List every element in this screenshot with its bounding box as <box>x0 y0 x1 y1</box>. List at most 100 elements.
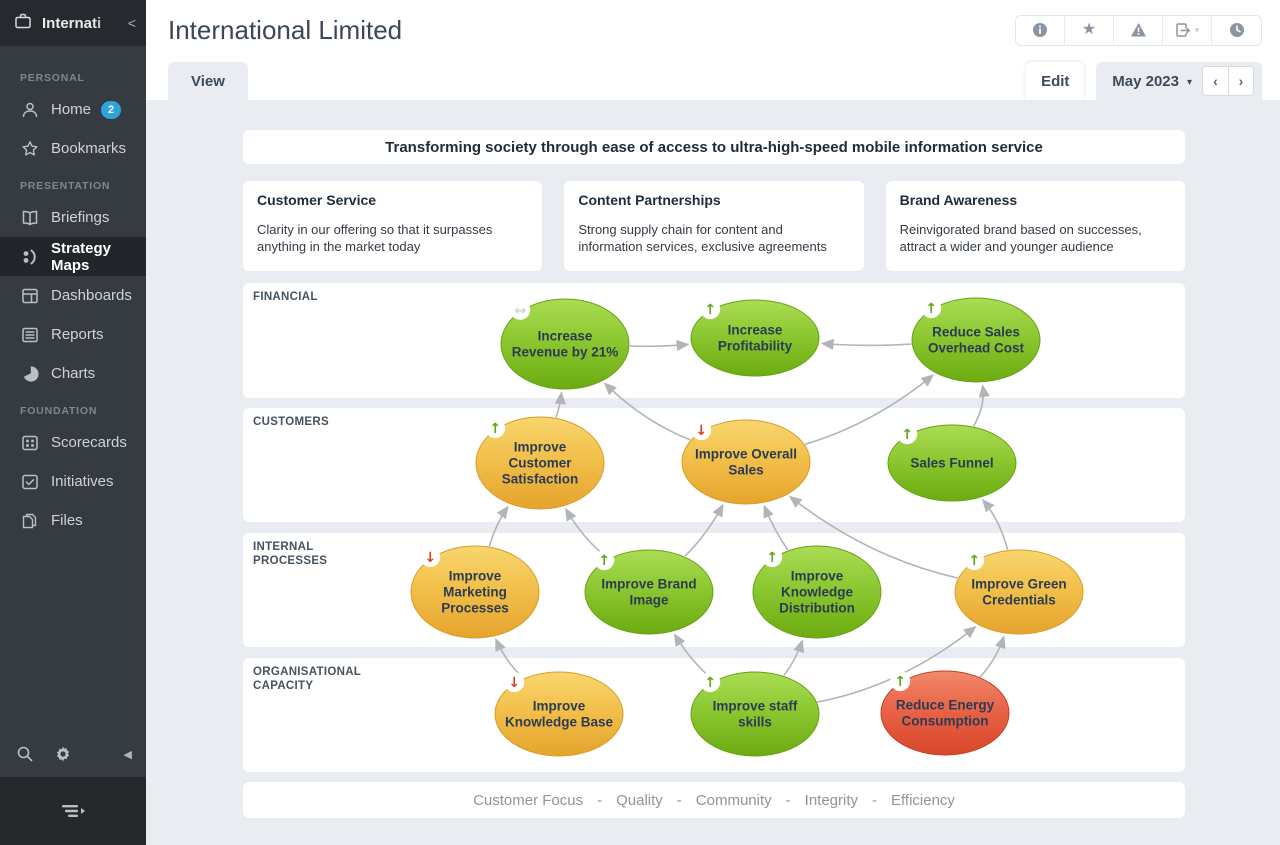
trend-up-icon: ↑ <box>901 427 913 443</box>
dashboards-icon <box>20 287 39 305</box>
sidebar-item-home[interactable]: Home 2 <box>0 90 146 129</box>
sidebar-item-dashboards[interactable]: Dashboards <box>0 276 146 315</box>
sidebar-item-label: Scorecards <box>51 434 127 451</box>
main-area: International Limited ★ ▾ <box>146 0 1280 845</box>
prev-period-button[interactable]: ‹ <box>1202 66 1228 96</box>
trend-up-icon: ↑ <box>925 301 937 317</box>
info-button[interactable] <box>1016 15 1065 45</box>
causal-link <box>788 495 958 579</box>
sidebar-item-charts[interactable]: Charts <box>0 354 146 393</box>
tab-bar: View Edit May 2023 ▾ ‹ › <box>146 60 1280 100</box>
causal-link <box>804 374 935 446</box>
collapse-panel-icon[interactable]: ◀ <box>123 748 132 761</box>
theme-card-title: Content Partnerships <box>578 192 721 208</box>
clock-icon <box>1229 23 1244 37</box>
sidebar-item-label: Briefings <box>51 209 110 226</box>
sidebar-item-briefings[interactable]: Briefings <box>0 198 146 237</box>
briefings-icon <box>20 209 39 227</box>
theme-card-body: Clarity in our offering so that it surpa… <box>257 222 493 255</box>
notification-badge: 2 <box>101 100 122 119</box>
sidebar-item-scorecards[interactable]: Scorecards <box>0 423 146 462</box>
info-icon <box>1033 23 1047 37</box>
sidebar-tools: ◀ <box>0 731 146 777</box>
theme-card-body: Strong supply chain for content and info… <box>578 222 827 255</box>
trend-notch <box>691 420 712 441</box>
period-label[interactable]: May 2023 <box>1112 72 1179 90</box>
sidebar-item-label: Reports <box>51 326 104 343</box>
history-button[interactable] <box>1212 16 1261 45</box>
tab-view[interactable]: View <box>168 62 248 100</box>
alerts-button[interactable] <box>1114 15 1163 45</box>
theme-card: Brand Awareness Reinvigorated brand base… <box>885 181 1185 271</box>
sidebar-item-label: Files <box>51 512 83 529</box>
page-title: International Limited <box>168 14 403 45</box>
next-period-button[interactable]: › <box>1228 66 1254 96</box>
initiatives-icon <box>20 473 39 491</box>
sidebar-item-files[interactable]: Files <box>0 501 146 540</box>
perspective-label: FINANCIAL <box>253 291 318 303</box>
sidebar-collapse-icon[interactable]: < <box>127 15 136 31</box>
company-value: Integrity <box>804 791 859 809</box>
perspective-label: INTERNAL PROCESSES <box>253 541 328 567</box>
trend-up-icon: ↑ <box>489 421 501 437</box>
strategy-map: FINANCIAL CUSTOMERS INTERNAL PROCESSES ORGA… <box>243 283 1185 772</box>
search-icon[interactable] <box>16 745 34 763</box>
company-value: Efficiency <box>891 791 955 809</box>
values-bar: Customer Focus-Quality-Community-Integri… <box>243 782 1185 818</box>
perspective-label: ORGANISATIONAL CAPACITY <box>253 666 362 692</box>
sidebar-expand-menu[interactable] <box>0 777 146 845</box>
causal-link <box>603 382 691 441</box>
period-caret-icon[interactable]: ▾ <box>1186 76 1192 88</box>
export-button[interactable]: ▾ <box>1163 15 1212 45</box>
company-value: Customer Focus <box>473 791 584 809</box>
tab-edit[interactable]: Edit <box>1026 62 1085 100</box>
menu-expand-icon <box>62 805 85 817</box>
trend-up-icon: ↑ <box>766 550 778 566</box>
sidebar-item-label: Charts <box>51 365 96 382</box>
causal-link <box>783 639 805 676</box>
favorite-button[interactable]: ★ <box>1065 15 1114 45</box>
sidebar-item-label: Bookmarks <box>51 140 127 157</box>
trend-up-icon: ↑ <box>968 553 980 569</box>
sidebar-item-initiatives[interactable]: Initiatives <box>0 462 146 501</box>
gear-icon[interactable] <box>54 745 72 763</box>
sidebar-logo[interactable]: Internati < <box>0 0 146 46</box>
charts-icon <box>20 365 39 383</box>
causal-link <box>972 384 990 427</box>
sidebar-item-reports[interactable]: Reports <box>0 315 146 354</box>
causal-link <box>495 638 524 679</box>
app-name: Internati <box>42 14 120 32</box>
perspective-label: CUSTOMERS <box>253 416 329 428</box>
scorecards-icon <box>20 434 39 452</box>
sidebar-item-bookmarks[interactable]: Bookmarks <box>0 129 146 168</box>
theme-cards: Customer Service Clarity in our offering… <box>243 181 1185 271</box>
nav-section-label: PRESENTATION <box>20 180 111 192</box>
sidebar-item-strategy-maps[interactable]: Strategy Maps <box>0 237 146 276</box>
trend-up-icon: ↑ <box>894 674 906 690</box>
sidebar-item-label: Home <box>51 101 92 118</box>
trend-notch <box>594 550 615 571</box>
objective-node-sales-funnel[interactable]: Sales Funnel↑ <box>887 424 1017 502</box>
sidebar-item-label: Strategy Maps <box>51 239 112 274</box>
